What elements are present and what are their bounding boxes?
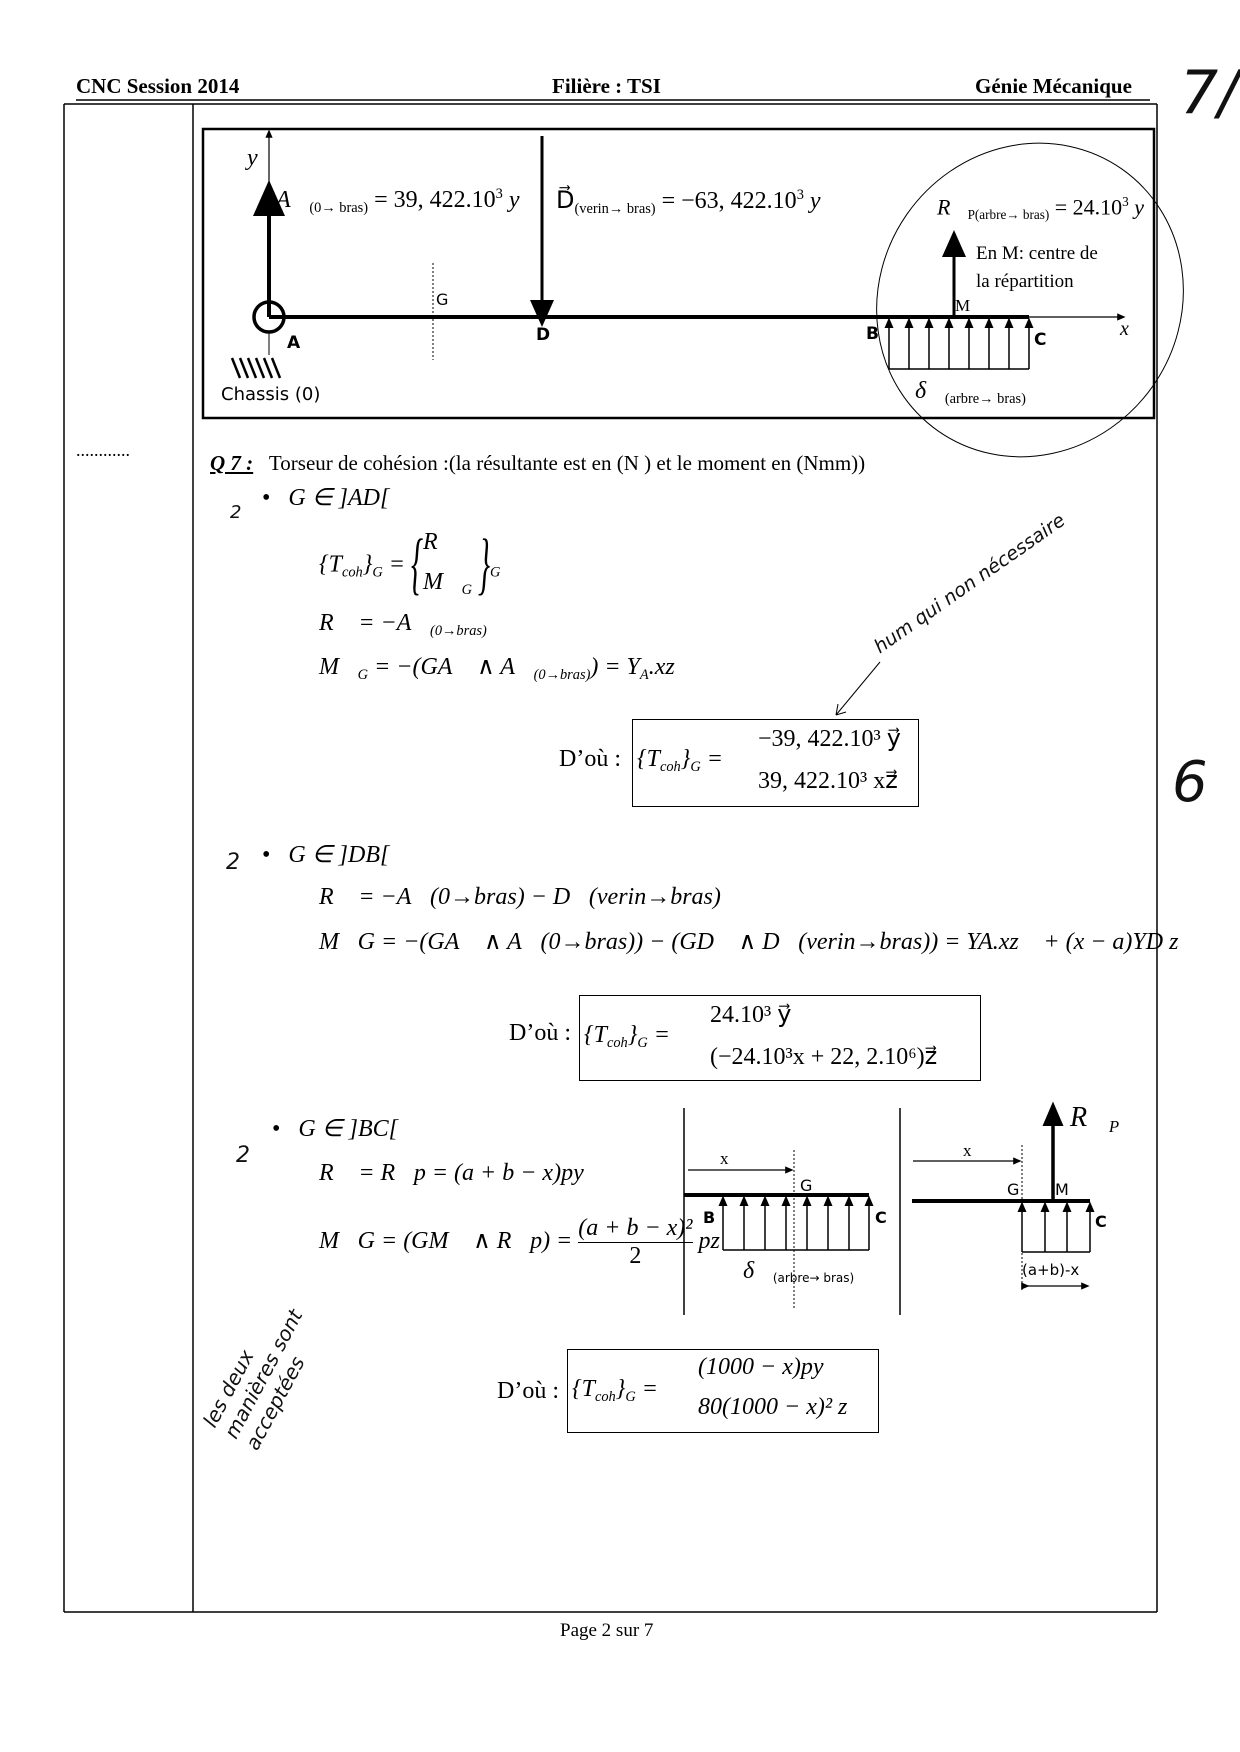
handwritten-circle	[876, 142, 1184, 458]
distributed-load	[884, 317, 1034, 370]
fig2-Rp-label: R⃗P	[1070, 1102, 1120, 1136]
section3-result-top: (1000 − x)py⃗	[698, 1354, 843, 1380]
section1-result-bottom: 39, 422.10³ xz⃗	[758, 768, 898, 794]
note-repartition: la répartition	[976, 271, 1074, 292]
y-axis-label: y⃗	[247, 145, 277, 171]
section1-dou: D’où :	[559, 746, 621, 772]
section2-domain: • G ∈ ]DB[	[262, 842, 390, 868]
fig2-length-label: (a+b)-x	[1022, 1261, 1080, 1279]
ground-hatch	[230, 357, 282, 379]
point-D-label: D	[536, 325, 551, 345]
section3-dou: D’où :	[497, 1378, 559, 1404]
q7-heading: Q 7 : Torseur de cohésion :(la résultant…	[210, 451, 866, 475]
section1-torseur-def: {Tcoh}G = {R⃗M⃗G }G	[319, 526, 501, 603]
force-D-label: D⃗(verin→ bras) = −63, 422.103 y⃗	[556, 187, 840, 218]
point-G-label: G	[436, 290, 449, 309]
section2-result-top: 24.10³ y⃗	[710, 1002, 792, 1028]
point-A-label: A	[287, 333, 301, 353]
section3-result-box: {Tcoh}G = (1000 − x)py⃗ 80(1000 − x)² z⃗	[567, 1349, 879, 1433]
section2-M: M⃗G = −(GA⃗ ∧ A⃗(0→bras)) − (GD⃗ ∧ D⃗(ve…	[319, 929, 1198, 955]
point-C-label: C	[1034, 330, 1047, 350]
margin-dots: ............	[76, 440, 130, 460]
fig2-G-label: G	[1007, 1180, 1020, 1199]
handwritten-mark-1: 2	[230, 502, 242, 523]
fig1-C-label: C	[875, 1208, 887, 1227]
fig1-G-label: G	[800, 1176, 813, 1195]
fig2-x-label: x	[963, 1141, 972, 1160]
fig2-M-label: M	[1055, 1180, 1069, 1199]
handwritten-arrow	[835, 661, 881, 716]
chassis-label: Chassis (0)	[221, 384, 321, 405]
fig1-x-label: x	[720, 1149, 729, 1168]
force-Rp-label: R⃗P(arbre→ bras) = 24.103 y⃗	[937, 194, 1162, 222]
x-axis-label: x⃗	[1120, 318, 1145, 340]
section3-domain: • G ∈ ]BC[	[272, 1116, 398, 1142]
fig1-delta-label: δ⃗(arbre→ bras)	[743, 1258, 855, 1286]
section2-dou: D’où :	[509, 1020, 571, 1046]
handwritten-mark-3: 2	[236, 1143, 250, 1168]
header-subject: Génie Mécanique	[975, 74, 1132, 98]
section1-result-top: −39, 422.10³ y⃗	[758, 726, 901, 752]
handwritten-mark-2: 2	[226, 850, 240, 875]
point-M-label: M	[955, 296, 971, 315]
section2-R: R⃗ = −A⃗(0→bras) − D⃗(verin→bras)	[319, 884, 721, 910]
point-B-label: B	[866, 324, 879, 344]
header-filiere: Filière : TSI	[552, 74, 661, 98]
section3-R: R⃗ = R⃗p = (a + b − x)py⃗	[319, 1160, 603, 1186]
fig2-C-label: C	[1095, 1212, 1107, 1231]
section1-result-box: {Tcoh}G = −39, 422.10³ y⃗ 39, 422.10³ xz…	[632, 719, 919, 807]
handwritten-score-part: 6	[1172, 750, 1208, 815]
force-A-label: A⃗(0→ bras) = 39, 422.103 y⃗	[276, 186, 539, 217]
header-session: CNC Session 2014	[76, 74, 240, 98]
section2-result-box: {Tcoh}G = 24.10³ y⃗ (−24.10³x + 22, 2.10…	[579, 995, 981, 1081]
delta-label: δ⃗(arbre→ bras)	[915, 378, 1026, 408]
section1-M: M⃗G = −(GA⃗ ∧ A⃗(0→bras)) = YA.xz⃗	[319, 654, 694, 684]
section1-domain: • G ∈ ]AD[	[262, 485, 390, 511]
section3-figures	[683, 1101, 1095, 1315]
note-center: En M: centre de	[976, 243, 1098, 264]
section3-result-bottom: 80(1000 − x)² z⃗	[698, 1394, 867, 1420]
section1-R: R⃗ = −A⃗(0→bras)	[319, 610, 487, 640]
section2-result-bottom: (−24.10³x + 22, 2.10⁶)z⃗	[710, 1044, 938, 1070]
fig1-B-label: B	[703, 1208, 716, 1227]
page-number: Page 2 sur 7	[560, 1620, 654, 1641]
beam-diagram	[201, 127, 1184, 458]
handwritten-score-total: 7/	[1180, 58, 1239, 128]
